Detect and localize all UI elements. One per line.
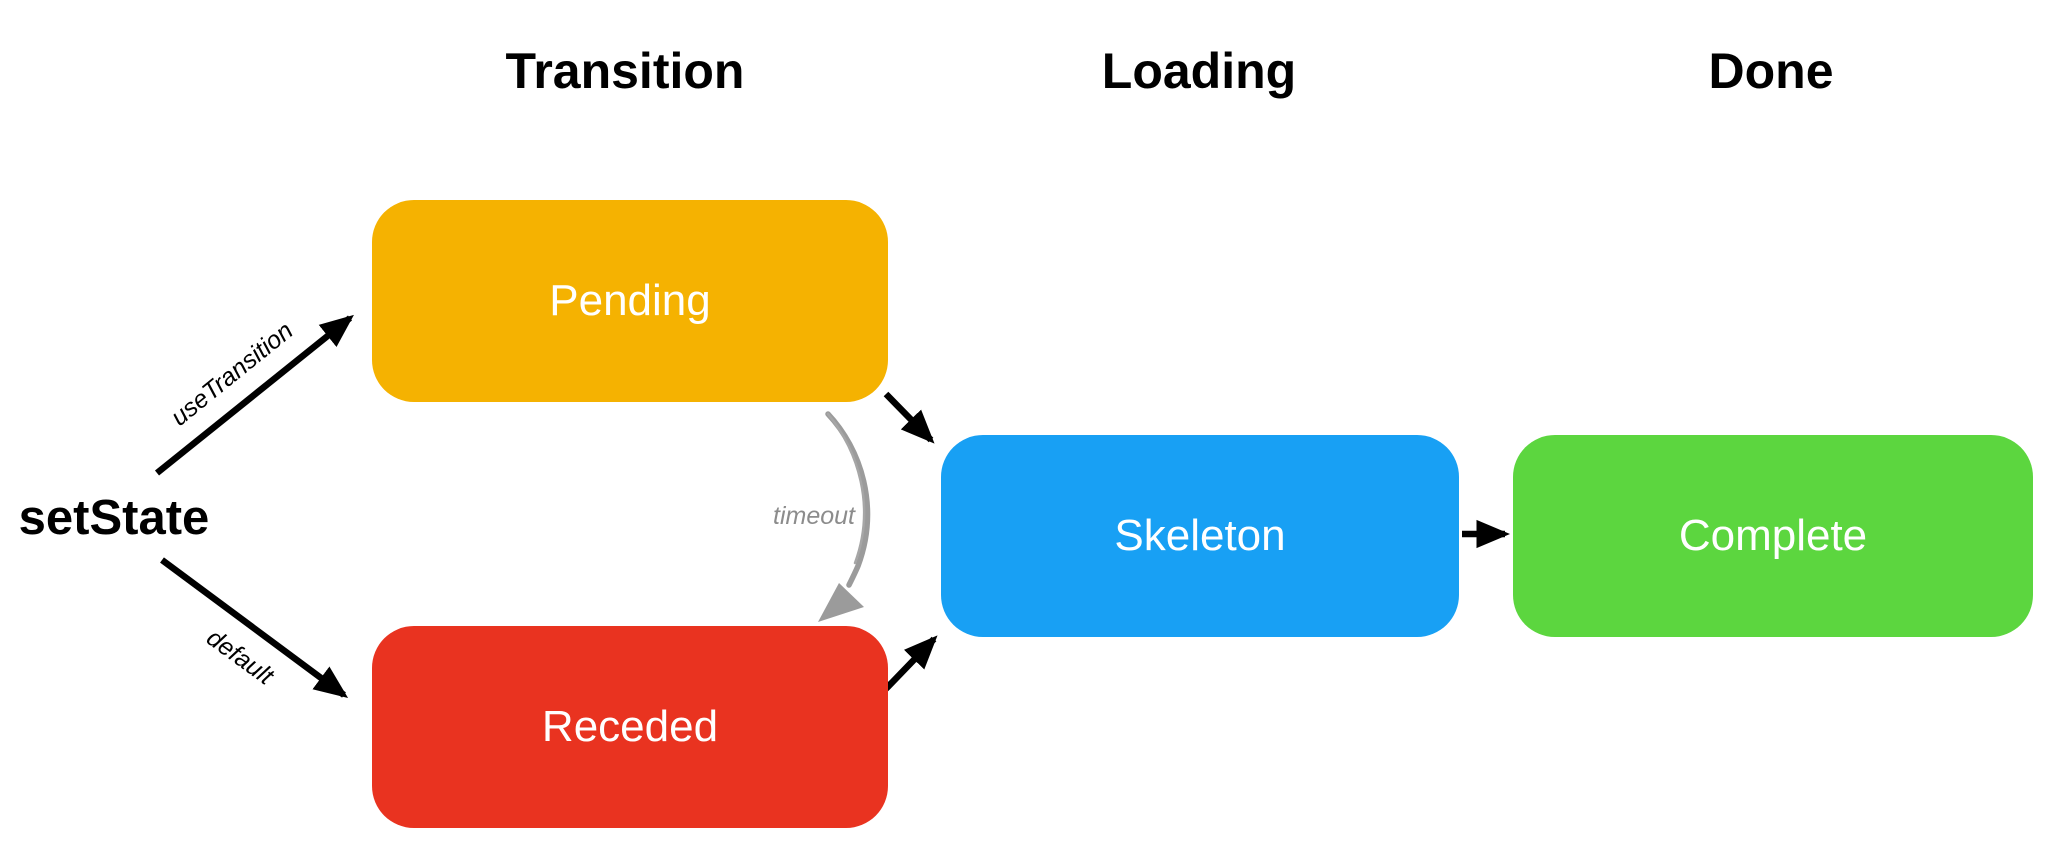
node-receded: Receded [372,626,888,828]
column-header-done: Done [1708,43,1834,99]
node-skeleton-label: Skeleton [1114,511,1286,560]
edge-pending-skeleton-arrow [883,391,935,444]
node-complete: Complete [1513,435,2033,637]
column-header-loading: Loading [1101,43,1297,99]
node-pending: Pending [372,200,888,402]
node-skeleton: Skeleton [941,435,1459,637]
edge-label-timeout: timeout [773,502,855,530]
edge-label-default: default [201,623,279,691]
set-state-label: setState [18,491,210,545]
node-receded-label: Receded [541,702,719,751]
edge-label-usetransition: useTransition [165,316,299,432]
node-pending-label: Pending [549,276,711,325]
node-complete-label: Complete [1678,511,1868,560]
column-header-transition: Transition [505,43,745,99]
